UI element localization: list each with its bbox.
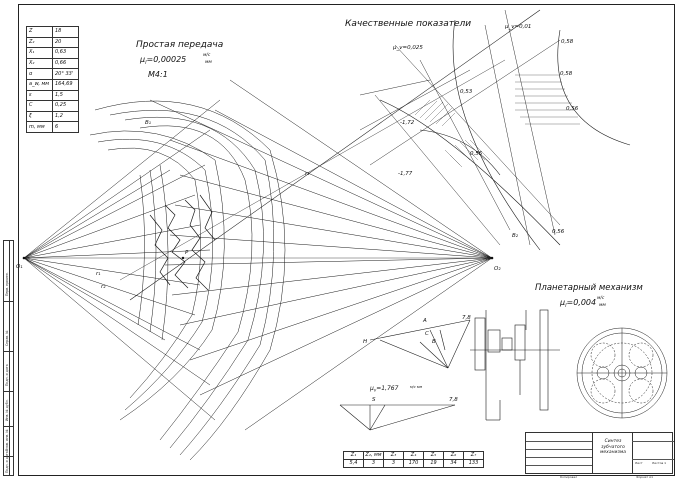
- title-mu-velocity: μv=1,767: [369, 385, 399, 393]
- gear-arc-6: [97, 139, 214, 411]
- label-r3: r₃: [305, 171, 310, 177]
- label-S: S: [372, 397, 376, 403]
- side-label: Взам. инв. №: [5, 429, 9, 451]
- label-B2: B₂: [512, 233, 519, 239]
- gear-arc-5: [89, 130, 225, 421]
- quality-curves: [379, 19, 631, 251]
- label-P: P: [185, 250, 189, 256]
- gear-arc-1: [94, 100, 286, 461]
- side-label: Подп. и дата: [5, 451, 9, 473]
- title-block: Синтез зубчатого механизма Лист Листов 1: [525, 432, 674, 474]
- ratio-value: 133: [463, 459, 484, 468]
- label-v7: 0,58: [560, 71, 573, 77]
- gear-arc-3: [124, 117, 264, 449]
- stamp-sheet-label: Лист: [635, 461, 643, 465]
- param-value: 6: [52, 121, 79, 133]
- stamp-format: Формат А1: [636, 475, 654, 479]
- title-simple-gear: Простая передача: [136, 40, 223, 50]
- ratio-value: 170: [403, 459, 424, 468]
- mu-simple-unit-den: мм: [205, 60, 212, 65]
- gear-arc-2: [109, 110, 275, 456]
- gear-arc-10: [159, 164, 169, 341]
- stamp-copied: Копировал: [560, 475, 578, 479]
- mu-planetary-unit-den: мм: [599, 303, 606, 308]
- title-quality: Качественные показатели: [345, 19, 471, 29]
- title-planetary: Планетарный механизм: [535, 283, 643, 293]
- label-mu-q2: μ_v=0,01: [504, 24, 531, 30]
- label-v5: 0,53: [460, 89, 473, 95]
- label-O2: O₂: [494, 266, 501, 272]
- planetary-scheme: [470, 309, 560, 421]
- ratio-value: 3: [383, 459, 404, 468]
- ratio-header: Z₁: [343, 451, 364, 460]
- line-of-action: [129, 9, 541, 301]
- ratio-header: Z₃: [383, 451, 404, 460]
- title-mu-simple: μl=0,00025: [139, 55, 186, 66]
- mu-simple-unit-num: м/с: [203, 52, 211, 58]
- hatching-2: [515, 74, 580, 125]
- label-r2: r₂: [101, 284, 106, 290]
- point-P: [181, 256, 185, 260]
- mu-planetary-unit-num: м/с: [597, 295, 605, 301]
- gear-arc-4: [139, 125, 253, 441]
- line-of-action-2: [119, 59, 506, 281]
- side-label: Перв. примен.: [5, 272, 9, 296]
- gear-arc-9: [149, 169, 157, 333]
- point-O1: [22, 256, 26, 260]
- tooth-profiles: [149, 194, 216, 291]
- side-label: Справ. №: [5, 330, 9, 346]
- title-mu-planetary: μl=0,004: [559, 298, 596, 309]
- ratio-header: Z₇: [463, 451, 484, 460]
- stamp-sheets-label: Листов 1: [652, 461, 667, 465]
- ratio-value: 34: [443, 459, 464, 468]
- label-C: C: [425, 331, 429, 337]
- label-r1: r₁: [96, 271, 100, 277]
- ratio-header: Z₅: [423, 451, 444, 460]
- gear-arc-7: [107, 147, 202, 399]
- quality-axes: [359, 9, 561, 246]
- label-v1: -1,72: [400, 120, 415, 126]
- mu-velocity-unit: м/с мм: [410, 385, 422, 389]
- label-v6: 0,55: [470, 151, 483, 157]
- drawing-frame: [18, 4, 675, 476]
- side-label: Подп. и дата: [5, 364, 9, 386]
- planetary-circles: [576, 327, 668, 419]
- label-v10: 7,8: [462, 315, 471, 321]
- title-scale: М4:1: [148, 70, 168, 79]
- label-v8: 0,56: [552, 229, 565, 235]
- label-v11: 7,8: [449, 397, 458, 403]
- velocity-plan: [369, 319, 471, 369]
- title-block-name: Синтез зубчатого механизма: [600, 439, 626, 455]
- rays-from-O2: [149, 79, 493, 431]
- label-v4: 0,56: [566, 106, 579, 112]
- label-mu-q1: μ_v=0,025: [392, 45, 423, 51]
- point-markers: [22, 256, 494, 260]
- side-label: Инв. № дубл.: [5, 399, 9, 421]
- ratio-header: Z₂, мм: [363, 451, 384, 460]
- ratio-header: Z₆: [443, 451, 464, 460]
- ratio-value: 3: [363, 459, 384, 468]
- point-O2: [490, 256, 494, 260]
- label-H: H: [363, 339, 367, 345]
- label-B1: B₁: [145, 120, 151, 126]
- ratio-value: 5,4: [343, 459, 364, 468]
- hatching-1: [414, 99, 491, 168]
- label-B: B: [432, 339, 436, 345]
- gear-arc-8: [137, 174, 145, 326]
- rays-from-O1: [23, 99, 221, 421]
- label-v2: -1,77: [398, 171, 413, 177]
- ratio-header: Z₄: [403, 451, 424, 460]
- label-A: A: [422, 318, 427, 324]
- label-v3: 0,58: [561, 39, 574, 45]
- velocity-triangle: [339, 404, 456, 431]
- ratio-value: 19: [423, 459, 444, 468]
- label-O1: O₁: [16, 264, 23, 270]
